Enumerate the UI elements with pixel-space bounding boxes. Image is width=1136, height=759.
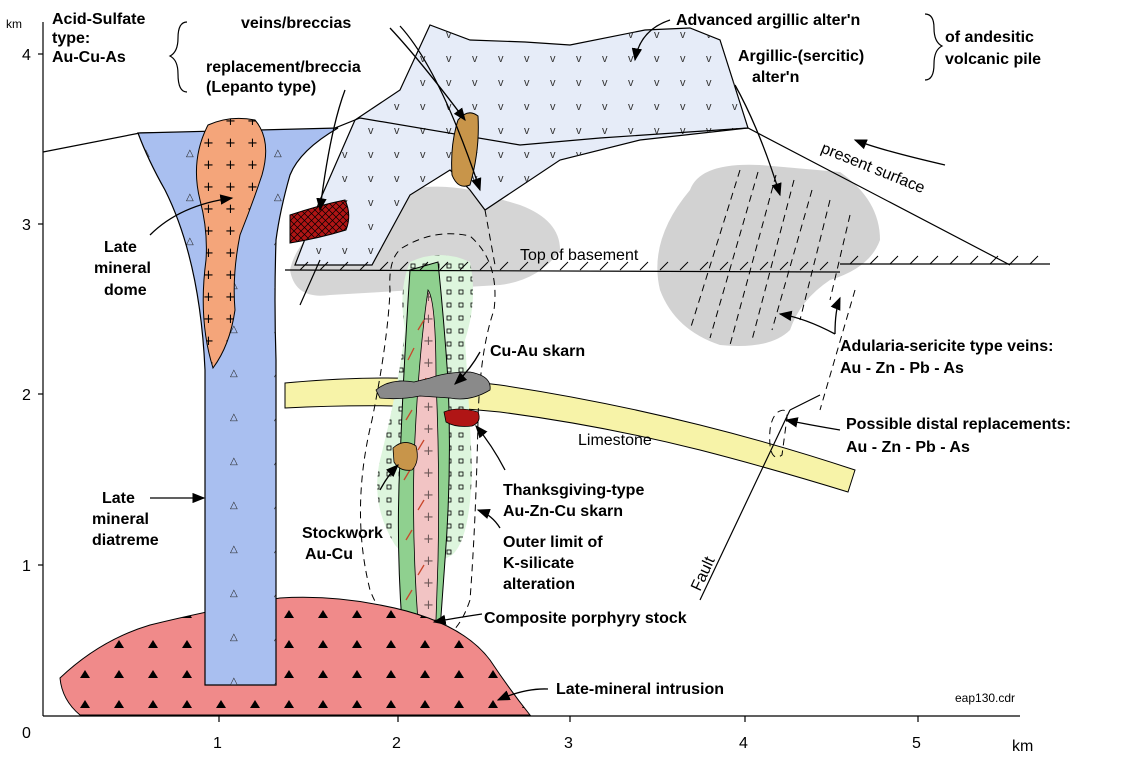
label-replacement-1: replacement/breccia xyxy=(206,59,361,76)
label-diatreme-2: mineral xyxy=(92,511,149,528)
arrow-distal xyxy=(786,420,840,430)
acid-sulfate-brace xyxy=(170,22,187,92)
x-axis-unit: km xyxy=(1012,738,1033,755)
label-dome-2: mineral xyxy=(94,260,151,277)
label-outer-limit-2: K-silicate xyxy=(503,555,574,572)
fault-line-upper xyxy=(790,395,820,410)
label-thanksgiving-1: Thanksgiving-type xyxy=(503,482,644,499)
arrow-outer-limit xyxy=(478,510,500,528)
label-replacement-2: (Lepanto type) xyxy=(206,79,316,96)
label-porphyry-stock: Composite porphyry stock xyxy=(484,610,687,627)
label-dome-1: Late xyxy=(104,239,137,256)
label-argillic-2: alter'n xyxy=(752,69,799,86)
label-adularia-1: Adularia-sericite type veins: xyxy=(840,338,1053,355)
y-tick-1: 1 xyxy=(22,558,31,575)
label-distal-2: Au - Zn - Pb - As xyxy=(846,439,970,456)
intrusion-pattern xyxy=(60,597,530,715)
label-acid-sulfate-2: type: xyxy=(52,30,90,47)
label-limestone: Limestone xyxy=(578,432,652,449)
x-tick-1: 1 xyxy=(213,735,222,752)
label-andesitic-2: volcanic pile xyxy=(945,51,1041,68)
label-adularia-2: Au - Zn - Pb - As xyxy=(840,360,964,377)
label-dome-3: dome xyxy=(104,282,147,299)
label-diatreme-3: diatreme xyxy=(92,532,159,549)
label-diatreme-1: Late xyxy=(102,490,135,507)
label-stockwork-1: Stockwork xyxy=(302,525,383,542)
label-acid-sulfate-1: Acid-Sulfate xyxy=(52,11,145,28)
label-late-intrusion: Late-mineral intrusion xyxy=(556,681,724,698)
label-thanksgiving-2: Au-Zn-Cu skarn xyxy=(503,503,623,520)
label-andesitic-1: of andesitic xyxy=(945,29,1034,46)
y-tick-2: 2 xyxy=(22,387,31,404)
label-distal-1: Possible distal replacements: xyxy=(846,416,1071,433)
y-tick-4: 4 xyxy=(22,47,31,64)
label-fault: Fault xyxy=(688,554,719,594)
label-outer-limit-1: Outer limit of xyxy=(503,534,603,551)
x-tick-3: 3 xyxy=(564,735,573,752)
label-outer-limit-3: alteration xyxy=(503,576,575,593)
label-cu-au-skarn: Cu-Au skarn xyxy=(490,343,585,360)
x-tick-4: 4 xyxy=(739,735,748,752)
label-advanced-argillic: Advanced argillic alter'n xyxy=(676,12,860,29)
andesitic-brace xyxy=(925,14,942,80)
arrow-thanksgiving xyxy=(476,426,505,470)
label-file-name: eap130.cdr xyxy=(955,691,1015,705)
label-argillic-1: Argillic-(sercitic) xyxy=(738,48,864,65)
label-acid-sulfate-3: Au-Cu-As xyxy=(52,49,126,66)
y-axis-unit: km xyxy=(6,17,22,31)
label-veins-breccias: veins/breccias xyxy=(241,15,351,32)
limestone-bed xyxy=(285,378,855,492)
x-tick-2: 2 xyxy=(392,735,401,752)
thanksgiving-skarn xyxy=(444,409,479,427)
label-stockwork-2: Au-Cu xyxy=(305,546,353,563)
arrow-adularia-2 xyxy=(835,298,840,334)
label-top-of-basement: Top of basement xyxy=(520,247,639,264)
x-tick-5: 5 xyxy=(912,735,921,752)
origin-label: 0 xyxy=(22,725,31,742)
y-tick-3: 3 xyxy=(22,217,31,234)
